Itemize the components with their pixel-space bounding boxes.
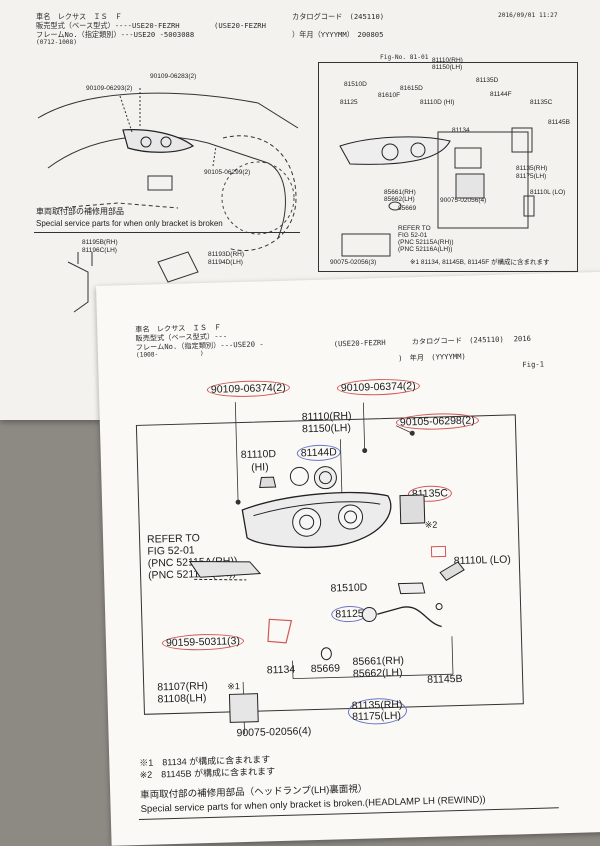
label-90105-06299: 90105-06299(2) — [204, 170, 250, 177]
catalog-code: カタログコード (245110) — [292, 12, 384, 22]
year-month: ）年月（YYYYMM） 200805 — [292, 30, 383, 40]
period: (0712-1008) — [36, 39, 77, 46]
note-2: ※2 81145B が構成に含まれます — [140, 767, 276, 780]
year-label: 2016 — [514, 334, 532, 343]
period: (1008- — [136, 351, 159, 359]
fig-number: Fig-1 — [522, 360, 544, 370]
back-headlamp-exploded — [320, 66, 570, 266]
catalog-code: カタログコード (245110) — [412, 335, 504, 348]
special-parts-title-jp: 車両取付部の補修用部品 — [36, 208, 124, 216]
bracket-81195b: 81195B(RH) — [82, 240, 118, 247]
sales-model-2: (USE20-FEZRH — [214, 21, 266, 30]
year-month: ) 年月 (YYYYMM) — [398, 352, 466, 364]
period-close: ) — [200, 350, 204, 357]
sales-model-2: (USE20-FEZRH — [334, 338, 386, 348]
timestamp: 2016/09/01 11:27 — [498, 12, 558, 19]
label-90109-06293: 90109-06293(2) — [86, 86, 132, 93]
special-parts-title-en: Special service parts for when only brac… — [36, 220, 223, 228]
fig-number: Fig-No. 81-01 — [380, 54, 428, 61]
label-90109-06283: 90109-06283(2) — [150, 74, 196, 81]
divider — [34, 232, 300, 233]
front-catalog-sheet: 車名 レクサス ＩＳ Ｆ 販売型式（ベース型式）--- フレームNo.（指定類別… — [96, 270, 600, 845]
headlamp-exploded-diagram — [135, 384, 524, 734]
